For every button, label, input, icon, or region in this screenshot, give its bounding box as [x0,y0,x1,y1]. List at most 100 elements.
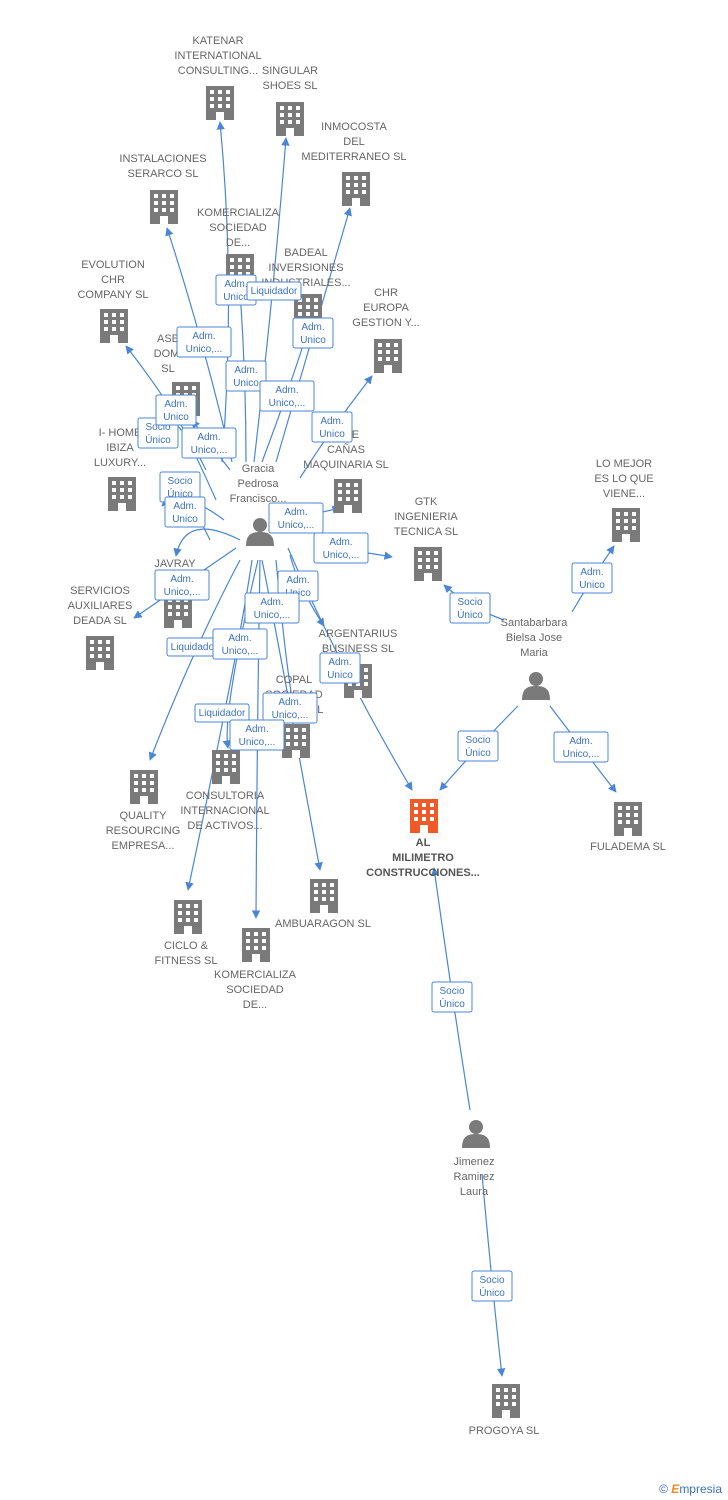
node-label-line: LO MEJOR [596,458,652,470]
edge-label-gracia-to-komercializa1[interactable]: Adm.Unico [225,360,267,392]
edge-label-text: Adm. [320,416,343,427]
edge-label-box [155,394,197,426]
node-label-line: EMPRESA... [112,840,175,852]
building-icon [342,172,370,206]
node-komercializa1[interactable]: KOMERCIALIZA SOCIEDAD DE... [197,207,280,288]
node-katenar[interactable]: KATENARINTERNATIONALCONSULTING... [174,35,262,120]
edge-label-box [176,326,232,358]
edge-label-gracia-to-ciclo[interactable]: Adm.Unico,... [212,628,268,660]
edge-label-santabarbara-to-fuladema[interactable]: Adm.Unico,... [553,731,609,763]
node-label-line: AUXILIARES [68,600,133,612]
edge-label-gracia-to-badeal[interactable]: Adm.Unico,... [259,380,315,412]
node-label-line: EUROPA [363,302,409,314]
node-progoya[interactable]: PROGOYA SL [469,1384,540,1437]
edge-label-text: Adm. [286,575,309,586]
edge-label-text: Unico [163,412,189,423]
edge-label-gracia-to-katenar[interactable]: Adm.Unico [215,274,257,306]
edge-label-gracia-to-consultoria[interactable]: Liquidador [194,703,250,723]
nodes-layer: KATENARINTERNATIONALCONSULTING...SINGULA… [68,35,666,1437]
node-singular[interactable]: SINGULAR SHOES SL [262,65,318,136]
node-label-line: COPAL [276,674,312,686]
node-label-line: Ramirez [454,1171,495,1183]
edge-label-gracia-to-copal[interactable]: Adm.Unico,... [262,692,318,724]
node-ciclo[interactable]: CICLO &FITNESS SL [155,900,218,967]
edge-label-gracia-to-inmocosta[interactable]: Adm. Unico [292,317,334,349]
node-komercializa2[interactable]: KOMERCIALIZASOCIEDADDE... [214,928,297,1011]
edge-label-box [268,502,324,534]
node-fuladema[interactable]: FULADEMA SL [590,802,666,853]
edge-label-text: Unico,... [239,737,276,748]
node-label-line: DE ACTIVOS... [187,820,262,832]
node-label-line: Maria [520,647,548,659]
node-label-line: Francisco... [230,493,287,505]
node-label-line: SINGULAR [262,65,318,77]
node-label-line: SOCIEDAD [209,222,267,234]
edge-label-gracia-to-asesores[interactable]: Adm.Unico,... [181,427,237,459]
edge-label-gracia-to-komercializa2[interactable]: Adm.Unico,... [229,719,285,751]
edge-label-text: Adm. [569,736,592,747]
edge-label-box [319,652,361,684]
edge-label-text: Socio [145,422,170,433]
edge-labels-layer: Adm.UnicoLiquidadorAdm.UnicoAdm.Unico,..… [137,274,613,1302]
node-label-line: FULADEMA SL [590,841,666,853]
node-quality[interactable]: QUALITYRESOURCINGEMPRESA... [106,770,181,852]
edge-label-text: Unico [300,335,326,346]
node-label-line: CICLO & [164,940,209,952]
edge-label-gracia-to-instalaciones[interactable]: Adm.Unico,... [176,326,232,358]
edge-label-text: Único [457,608,483,621]
edge-label-box [212,628,268,660]
edge-label-gracia-to-gtk[interactable]: Adm.Unico,... [313,532,369,564]
node-label-line: ASE [157,333,179,345]
node-almilimetro[interactable]: ALMILIMETROCONSTRUCCIONES... [366,799,480,879]
edge-label-text: Unico [223,292,249,303]
edge-label-gracia-to-ambuaragon[interactable]: Adm.Unico,... [244,592,300,624]
edge-label-box [246,281,302,301]
edge-label-text: Adm. [260,597,283,608]
node-label-line: EVOLUTION [81,259,145,271]
edge-label-text: Unico [327,670,353,681]
node-label-line: SHOES SL [262,80,317,92]
person-icon [522,672,550,700]
edge-label-gracia-to-almilimetro[interactable]: Adm.Unico [319,652,361,684]
node-label-line: VIENE... [603,488,645,500]
edge-label-gracia-to-servicios[interactable]: Adm.Unico,... [154,569,210,601]
node-label-line: INTERNACIONAL [180,805,269,817]
person-icon [462,1120,490,1148]
node-label-line: DE... [226,237,250,249]
node-label-line: COMPANY SL [77,289,148,301]
edge-label-gracia-to-javray[interactable]: Adm.Unico [164,496,206,528]
edge-label-gracia-to-singular[interactable]: Liquidador [246,281,302,301]
node-consultoria[interactable]: CONSULTORIA INTERNACIONAL DE ACTIVOS... [180,750,270,832]
node-ambuaragon[interactable]: AMBUARAGON SL [275,879,371,930]
edge-label-text: Adm. [301,322,324,333]
edge-label-box [225,360,267,392]
edge-label-santabarbara-to-lomejor[interactable]: Adm.Unico [571,562,613,594]
edge-label-text: Unico,... [272,710,309,721]
edge-label-gracia-to-asesores[interactable]: Adm.Unico [155,394,197,426]
node-label-line: CONSULTORIA [186,790,265,802]
edge-label-text: Adm. [170,574,193,585]
node-ihome[interactable]: I- HOMEIBIZALUXURY... [94,427,146,511]
edge-label-gracia-to-chreuropa[interactable]: Adm.Unico [311,411,353,443]
edge-label-text: Unico,... [186,344,223,355]
edge-label-gracia-to-canas[interactable]: Adm.Unico,... [268,502,324,534]
edge-label-box [553,731,609,763]
node-gracia[interactable]: GraciaPedrosaFrancisco... [230,463,287,546]
edge-label-text: Unico,... [269,398,306,409]
node-label-line: KOMERCIALIZA [197,207,280,219]
